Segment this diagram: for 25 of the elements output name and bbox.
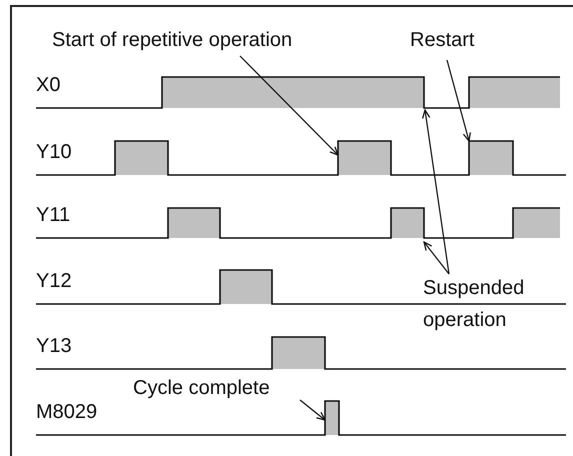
signal-pulse	[469, 77, 560, 108]
leader-line	[446, 60, 471, 142]
signal-pulse	[162, 77, 424, 108]
annotation-text: Start of repetitive operation	[52, 28, 342, 52]
signal-name: Y11	[36, 203, 70, 227]
signal-name: Y13	[36, 334, 72, 358]
signal-pulse	[220, 270, 272, 304]
signal-name: X0	[36, 73, 60, 97]
signal-name: Y10	[36, 140, 72, 164]
signal-name: Y12	[36, 269, 72, 293]
leader-line	[422, 109, 450, 274]
annotation-text: Cycle complete	[133, 376, 273, 400]
leader-line	[423, 241, 450, 274]
signal-name: M8029	[36, 400, 98, 424]
signal-pulse	[391, 208, 424, 238]
leader-line	[240, 56, 339, 156]
annotation-text: Restart	[410, 28, 482, 52]
signal-pulse	[272, 337, 325, 369]
signal-pulse	[338, 141, 391, 175]
signal-pulse	[115, 141, 168, 175]
signal-pulse	[168, 208, 220, 238]
leader-line	[300, 400, 326, 421]
annotation-text: Suspended operation	[423, 272, 571, 336]
signal-pulse	[513, 208, 560, 238]
signal-pulse	[469, 141, 513, 175]
